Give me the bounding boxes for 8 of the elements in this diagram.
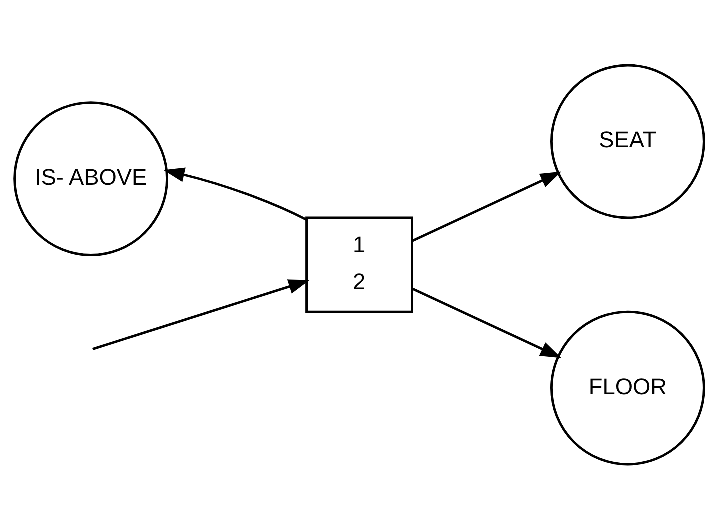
arrow <box>164 167 308 220</box>
arrow <box>412 287 562 358</box>
node-circle: FLOOR <box>550 310 706 466</box>
arrow <box>412 171 562 242</box>
arrow <box>92 279 310 350</box>
node-circle: IS- ABOVE <box>14 101 168 256</box>
node-circle: SEAT <box>550 64 706 219</box>
node-box: 1 2 <box>306 216 414 313</box>
